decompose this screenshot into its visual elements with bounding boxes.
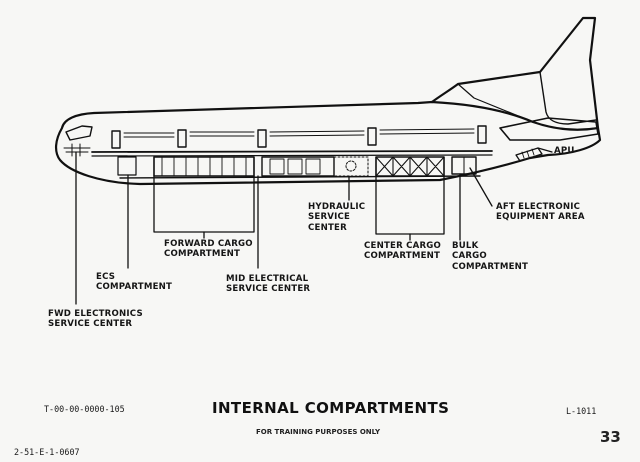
- horizontal-stabilizer: [499, 117, 599, 141]
- diagram-title: INTERNAL COMPARTMENTS: [212, 399, 450, 417]
- mid-electrical-box: [261, 156, 335, 177]
- label-hydraulic: HYDRAULIC SERVICE CENTER: [308, 202, 366, 233]
- door-2: [177, 129, 187, 148]
- fuselage-outline: [55, 100, 602, 186]
- training-note: FOR TRAINING PURPOSES ONLY: [256, 428, 381, 436]
- ecs-box: [117, 156, 137, 176]
- ref-code: 2-51-E-1-0607: [14, 447, 80, 457]
- door-1: [111, 130, 121, 149]
- mid-electrical-racks: [269, 158, 321, 175]
- apu-detail: [521, 148, 535, 159]
- nose-equipment: [63, 143, 91, 157]
- apu-unit: [515, 147, 543, 162]
- window-row: [123, 128, 475, 134]
- page-number: 33: [600, 428, 621, 446]
- forward-cargo-containers: [161, 156, 247, 177]
- tail-fin: [430, 16, 600, 130]
- leader-lines: [75, 147, 553, 305]
- window-row-lower: [123, 132, 475, 138]
- label-aft-electronic: AFT ELECTRONIC EQUIPMENT AREA: [496, 202, 585, 223]
- cockpit-window: [65, 125, 93, 141]
- cabin-floor-lower: [91, 154, 493, 157]
- label-bulk-cargo: BULK CARGO COMPARTMENT: [452, 241, 529, 272]
- door-3: [257, 129, 267, 148]
- label-forward-cargo: FORWARD CARGO COMPARTMENT: [164, 239, 253, 260]
- label-apu: APU: [554, 146, 575, 156]
- door-5: [477, 125, 487, 144]
- tail-fin-inner: [539, 71, 597, 125]
- label-ecs: ECS COMPARTMENT: [96, 272, 173, 293]
- door-4: [367, 127, 377, 146]
- aircraft-model: L-1011: [566, 406, 597, 416]
- label-center-cargo: CENTER CARGO COMPARTMENT: [364, 241, 442, 262]
- doc-number: T-00-00-0000-105: [44, 404, 125, 414]
- cabin-floor-upper: [91, 150, 493, 153]
- tail-fin-edge: [457, 83, 534, 123]
- label-mid-electrical: MID ELECTRICAL SERVICE CENTER: [226, 274, 311, 295]
- center-cargo-containers: [375, 156, 445, 177]
- hydraulic-tank: [345, 160, 357, 172]
- label-fwd-electronics: FWD ELECTRONICS SERVICE CENTER: [48, 309, 143, 330]
- hydraulic-box: [333, 156, 369, 177]
- forward-cargo-hold: [153, 156, 255, 177]
